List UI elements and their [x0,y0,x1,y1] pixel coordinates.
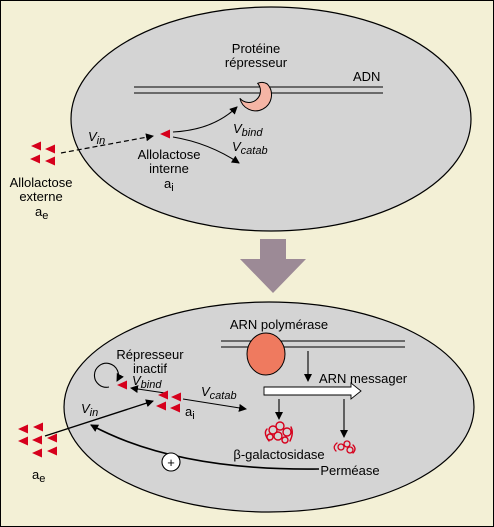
external-label-line2: externe [19,189,62,204]
messenger-label: ARN messager [319,371,408,386]
catabolism-flux-arrow-top [172,136,240,164]
feedback-arrow [90,424,320,470]
galactosidase-label: β-galactosidase [233,447,324,462]
v-in-label-top: Vin [88,129,105,147]
v-in-label-bottom: Vin [81,401,98,419]
v-bind-label-top: Vbind [233,121,263,139]
binding-flux-arrow-top [172,106,238,133]
external-allolactose-group-bottom [18,422,57,458]
external-allolactose-group-top [30,141,55,166]
external-label-line1: Allolactose [10,175,73,190]
internal-symbol-bottom: ai [185,404,195,422]
external-symbol-top: ae [35,204,48,222]
permease-protein [333,440,356,454]
protein-label-line1: Protéine [232,41,280,56]
v-catab-label-bottom: Vcatab [201,384,237,402]
permease-label: Perméase [320,463,379,478]
v-bind-label-bottom: Vbind [132,373,162,391]
protein-label-line2: répresseur [225,55,288,70]
dna-label: ADN [353,69,380,84]
external-symbol-bottom: ae [32,467,45,485]
entry-flux-arrow-bottom [44,399,154,437]
positive-feedback-sign: + [167,455,175,470]
galactosidase-protein [264,421,293,444]
polymerase-label: ARN polymérase [230,317,328,332]
internal-label-line1: Allolactose [138,147,201,162]
inactive-repressor-loop [93,362,124,388]
dna-strand-top [134,86,383,94]
inactive-repressor-line2: inactif [133,361,167,376]
internal-label-line2: interne [149,161,189,176]
cell-top [70,6,472,232]
catabolism-flux-arrow-bottom [182,398,247,412]
internal-symbol-top: ai [164,176,174,194]
repressor-protein [239,81,272,112]
binding-flux-arrow-bottom [130,385,166,394]
inactive-repressor-line1: Répresseur [116,347,184,362]
induction-arrow [240,239,306,293]
v-catab-label-top: Vcatab [232,139,268,157]
positive-feedback-badge [161,452,181,472]
rna-polymerase [246,332,286,376]
mrna-strand [263,382,362,400]
